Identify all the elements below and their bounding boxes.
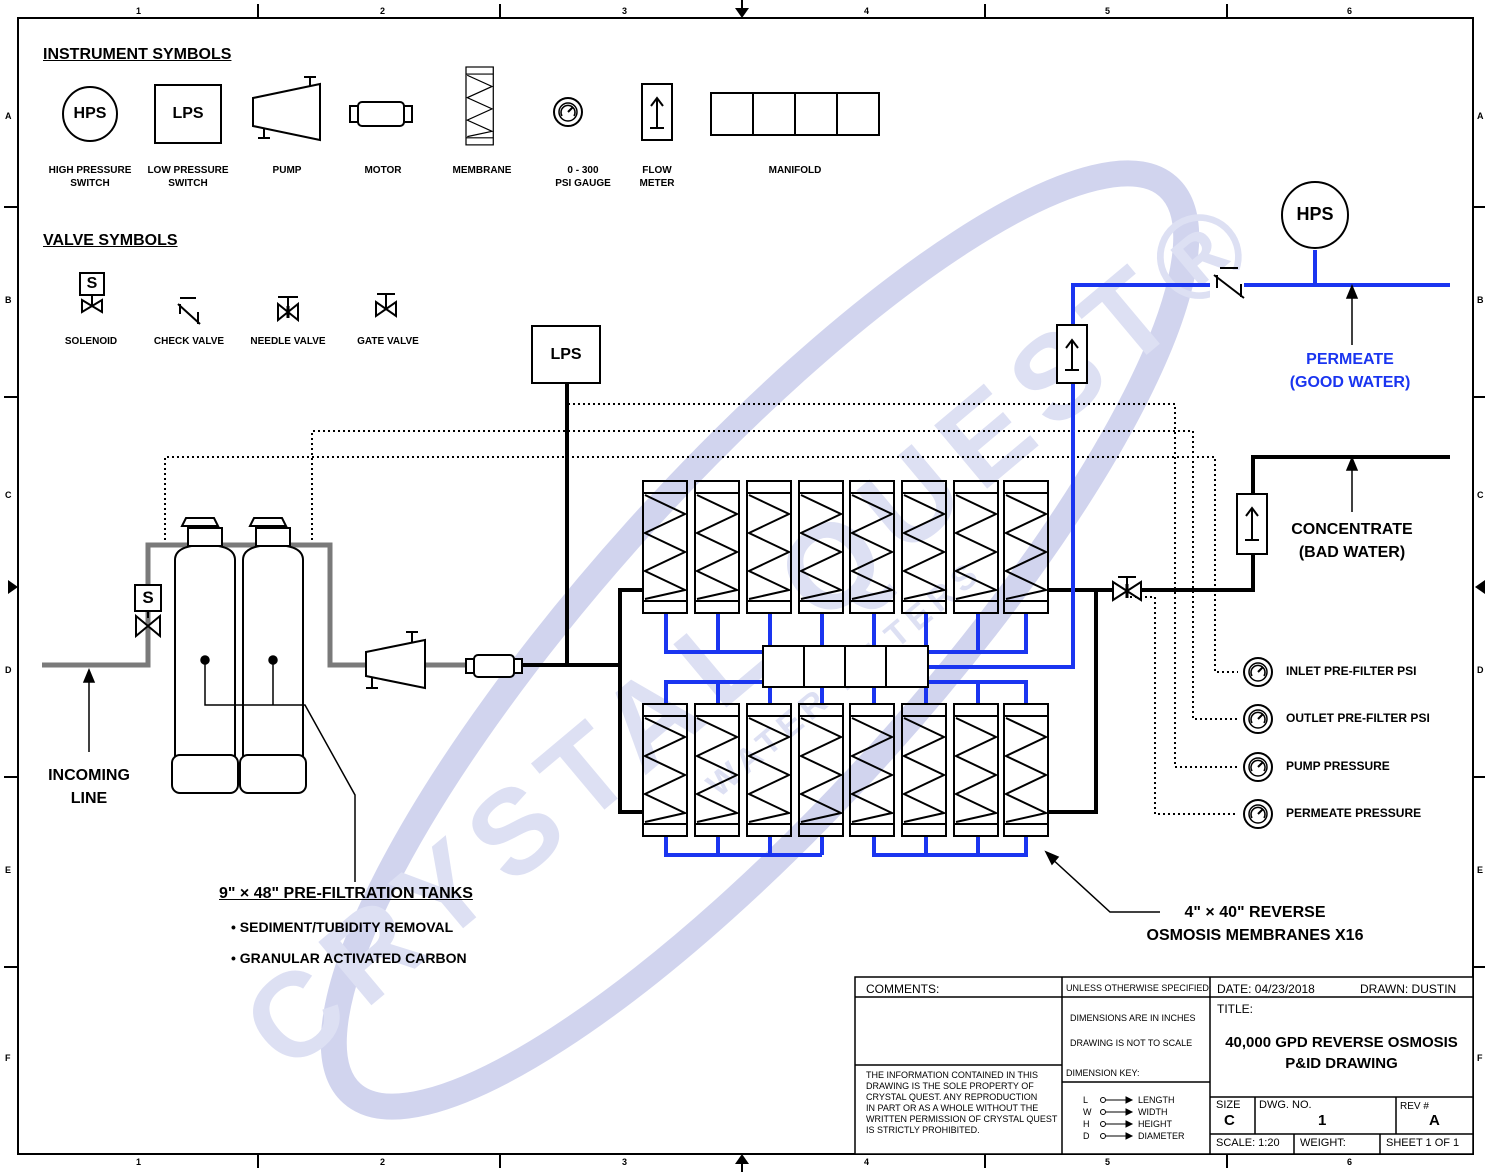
legend-hps-text: HPS xyxy=(73,105,107,122)
pump xyxy=(365,631,426,690)
membrane-leader xyxy=(1044,850,1160,913)
legend-lps-text: LPS xyxy=(172,105,204,122)
legend-motor-label: MOTOR xyxy=(364,165,402,176)
tb-scale: SCALE: 1:20 xyxy=(1216,1137,1280,1149)
col-label-top-1: 1 xyxy=(136,6,142,16)
needle-valve xyxy=(1112,576,1142,602)
row-label-right-e: E xyxy=(1477,865,1484,875)
col-label-bottom-5: 5 xyxy=(1105,1157,1111,1167)
row-label-right-d: D xyxy=(1477,665,1484,675)
col-label-bottom-3: 3 xyxy=(622,1157,628,1167)
title-block-lines xyxy=(854,976,1474,1155)
manifold xyxy=(762,645,929,688)
tb-rev-label: REV # xyxy=(1400,1101,1429,1112)
solenoid-letter: S xyxy=(142,588,154,607)
lps-label: LPS xyxy=(550,346,582,363)
instrument-legend-symbols xyxy=(62,66,880,146)
legend-membrane-label: MEMBRANE xyxy=(452,165,512,176)
legend-solenoid-letter: S xyxy=(86,275,98,292)
legend-manifold-label: MANIFOLD xyxy=(768,165,822,176)
tb-date: DATE: 04/23/2018 xyxy=(1217,982,1315,996)
valve-symbols-heading: VALVE SYMBOLS xyxy=(43,232,178,249)
legend-gate-label: GATE VALVE xyxy=(357,336,419,347)
tb-dwg-label: DWG. NO. xyxy=(1259,1099,1312,1111)
outlet-arrows xyxy=(1345,284,1359,512)
tanks-bullet-2: • GRANULAR ACTIVATED CARBON xyxy=(231,950,467,966)
tb-comments: COMMENTS: xyxy=(866,982,940,996)
row-label-left-c: C xyxy=(5,490,12,500)
row-label-right-c: C xyxy=(1477,490,1484,500)
row-label-left-b: B xyxy=(5,295,12,305)
row-label-left-d: D xyxy=(5,665,12,675)
legend-pump-label: PUMP xyxy=(272,165,302,176)
col-label-top-4: 4 xyxy=(864,6,870,16)
lps-switch xyxy=(531,325,601,384)
tb-title-label: TITLE: xyxy=(1217,1002,1254,1016)
tb-rev: A xyxy=(1429,1112,1440,1129)
legend-check-label: CHECK VALVE xyxy=(153,336,225,347)
row-label-right-a: A xyxy=(1477,111,1484,121)
col-label-top-3: 3 xyxy=(622,6,628,16)
tb-not-scale: DRAWING IS NOT TO SCALE xyxy=(1070,1038,1193,1048)
gauge-label-inlet: INLET PRE-FILTER PSI xyxy=(1286,664,1417,678)
tb-unless: UNLESS OTHERWISE SPECIFIED: xyxy=(1066,983,1212,993)
col-label-top-6: 6 xyxy=(1347,6,1353,16)
tb-dwg: 1 xyxy=(1318,1112,1327,1129)
col-label-bottom-4: 4 xyxy=(864,1157,870,1167)
tb-size: C xyxy=(1224,1112,1235,1129)
concentrate-flow-meter xyxy=(1236,493,1268,555)
gauge-label-outlet: OUTLET PRE-FILTER PSI xyxy=(1286,711,1430,725)
row-label-left-f: F xyxy=(5,1053,11,1063)
gauge-sensing-lines xyxy=(164,403,1238,815)
tb-weight: WEIGHT: xyxy=(1300,1137,1346,1149)
prefilter-piping xyxy=(42,542,466,668)
valve-legend-symbols xyxy=(79,272,397,325)
row-label-right-f: F xyxy=(1477,1053,1483,1063)
prefilter-tanks-title: 9" × 48" PRE-FILTRATION TANKS xyxy=(219,885,473,902)
check-valve xyxy=(1210,267,1245,300)
row-label-left-a: A xyxy=(5,111,12,121)
hps-switch xyxy=(1281,181,1349,249)
solenoid-valve xyxy=(134,584,162,639)
drawing-border xyxy=(4,0,1485,1172)
col-label-bottom-6: 6 xyxy=(1347,1157,1353,1167)
dimension-key-symbols xyxy=(1100,1096,1134,1140)
row-label-left-e: E xyxy=(5,865,12,875)
col-label-bottom-2: 2 xyxy=(380,1157,386,1167)
legend-solenoid-label: SOLENOID xyxy=(64,336,118,347)
tb-drawn: DRAWN: DUSTIN xyxy=(1360,982,1457,996)
tb-size-label: SIZE xyxy=(1216,1099,1241,1111)
tanks-bullet-1: • SEDIMENT/TUBIDITY REMOVAL xyxy=(231,919,454,935)
tb-dims-inches: DIMENSIONS ARE IN INCHES xyxy=(1070,1013,1196,1023)
permeate-flow-meter xyxy=(1056,324,1088,384)
tank-leader-lines xyxy=(200,655,356,882)
tb-sheet: SHEET 1 OF 1 xyxy=(1386,1137,1460,1149)
tb-dim-key: DIMENSION KEY: xyxy=(1066,1068,1140,1078)
gauge-label-permeate: PERMEATE PRESSURE xyxy=(1286,806,1422,820)
col-label-top-5: 5 xyxy=(1105,6,1111,16)
col-label-top-2: 2 xyxy=(380,6,386,16)
row-label-right-b: B xyxy=(1477,295,1484,305)
concentrate-label: CONCENTRATE(BAD WATER) xyxy=(1291,521,1413,561)
hps-label: HPS xyxy=(1296,204,1334,224)
instrument-symbols-heading: INSTRUMENT SYMBOLS xyxy=(43,46,232,63)
gauge-label-pump: PUMP PRESSURE xyxy=(1286,759,1390,773)
legend-needle-label: NEEDLE VALVE xyxy=(250,336,326,347)
incoming-arrow xyxy=(82,668,96,752)
col-label-bottom-1: 1 xyxy=(136,1157,142,1167)
permeate-label: PERMEATE(GOOD WATER) xyxy=(1289,351,1411,391)
